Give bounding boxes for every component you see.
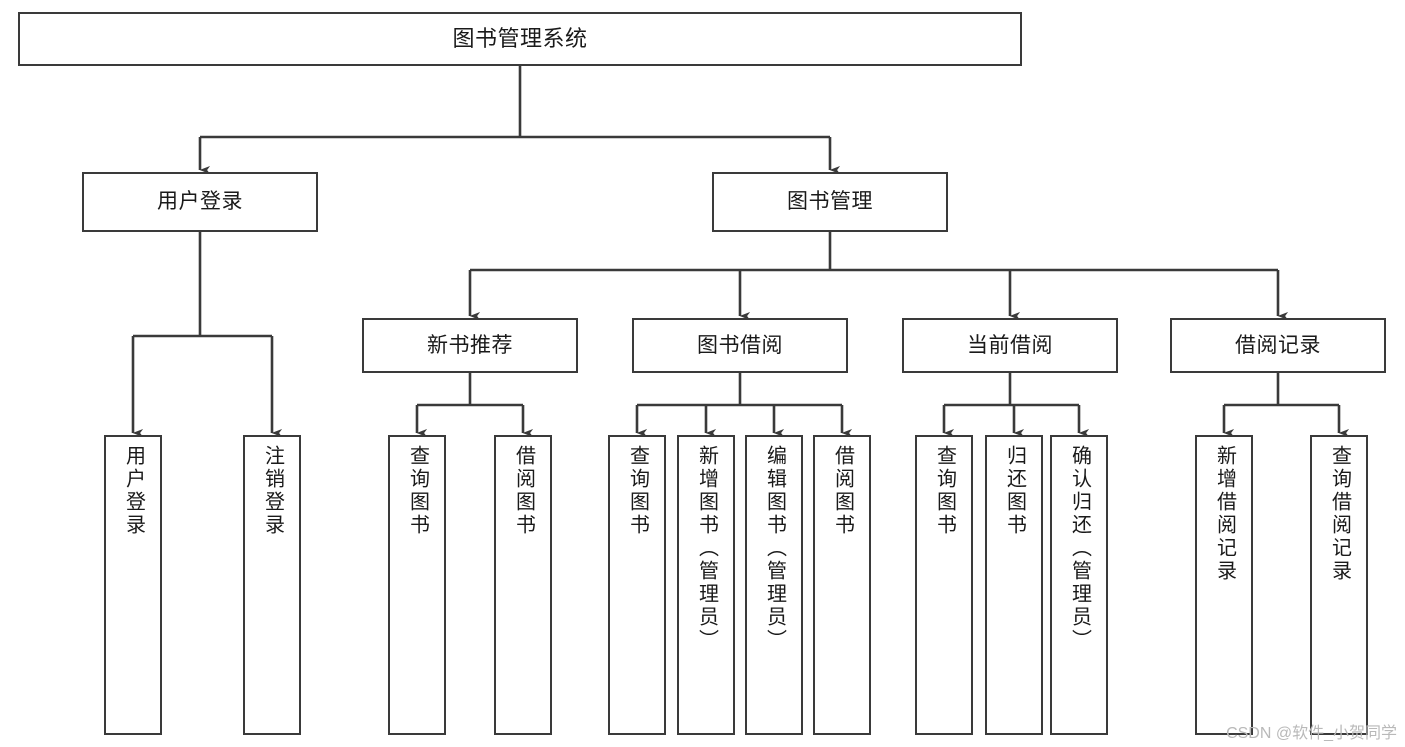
node-root-book-management-system[interactable]: 图书管理系统 — [18, 12, 1022, 66]
node-label: 归还图书 — [1003, 445, 1026, 537]
leaf-add-borrow-record[interactable]: 新增借阅记录 — [1195, 435, 1253, 735]
leaf-logout-login[interactable]: 注销登录 — [243, 435, 301, 735]
node-label: 新增借阅记录 — [1213, 445, 1236, 583]
node-label: 借阅图书 — [831, 445, 854, 537]
node-label: 新增图书（管理员） — [695, 445, 718, 652]
leaf-edit-book-admin[interactable]: 编辑图书（管理员） — [745, 435, 803, 735]
node-user-login[interactable]: 用户登录 — [82, 172, 318, 232]
node-borrow-record[interactable]: 借阅记录 — [1170, 318, 1386, 373]
leaf-borrow-book[interactable]: 借阅图书 — [813, 435, 871, 735]
node-new-book-recommend[interactable]: 新书推荐 — [362, 318, 578, 373]
node-label: 当前借阅 — [967, 333, 1053, 357]
node-label: 借阅记录 — [1235, 333, 1321, 357]
node-label: 查询图书 — [933, 445, 956, 537]
leaf-query-book-recommend[interactable]: 查询图书 — [388, 435, 446, 735]
node-label: 查询借阅记录 — [1328, 445, 1351, 583]
node-book-management[interactable]: 图书管理 — [712, 172, 948, 232]
node-label: 编辑图书（管理员） — [763, 445, 786, 652]
node-label: 用户登录 — [122, 445, 145, 537]
node-label: 查询图书 — [626, 445, 649, 537]
node-label: 借阅图书 — [512, 445, 535, 537]
node-label: 新书推荐 — [427, 333, 513, 357]
node-label: 查询图书 — [406, 445, 429, 537]
leaf-return-book[interactable]: 归还图书 — [985, 435, 1043, 735]
leaf-user-login[interactable]: 用户登录 — [104, 435, 162, 735]
node-label: 图书管理 — [787, 190, 873, 214]
csdn-watermark: CSDN @软件_小贺同学 — [1226, 725, 1397, 742]
leaf-confirm-return-admin[interactable]: 确认归还（管理员） — [1050, 435, 1108, 735]
node-book-borrow[interactable]: 图书借阅 — [632, 318, 848, 373]
leaf-query-book-borrow[interactable]: 查询图书 — [608, 435, 666, 735]
node-label: 确认归还（管理员） — [1068, 445, 1091, 652]
node-current-borrow[interactable]: 当前借阅 — [902, 318, 1118, 373]
leaf-query-borrow-record[interactable]: 查询借阅记录 — [1310, 435, 1368, 735]
node-label: 图书借阅 — [697, 333, 783, 357]
leaf-add-book-admin[interactable]: 新增图书（管理员） — [677, 435, 735, 735]
leaf-query-book-current[interactable]: 查询图书 — [915, 435, 973, 735]
leaf-borrow-book-recommend[interactable]: 借阅图书 — [494, 435, 552, 735]
node-label: 图书管理系统 — [452, 25, 588, 51]
node-label: 用户登录 — [157, 190, 243, 214]
node-label: 注销登录 — [261, 445, 284, 537]
